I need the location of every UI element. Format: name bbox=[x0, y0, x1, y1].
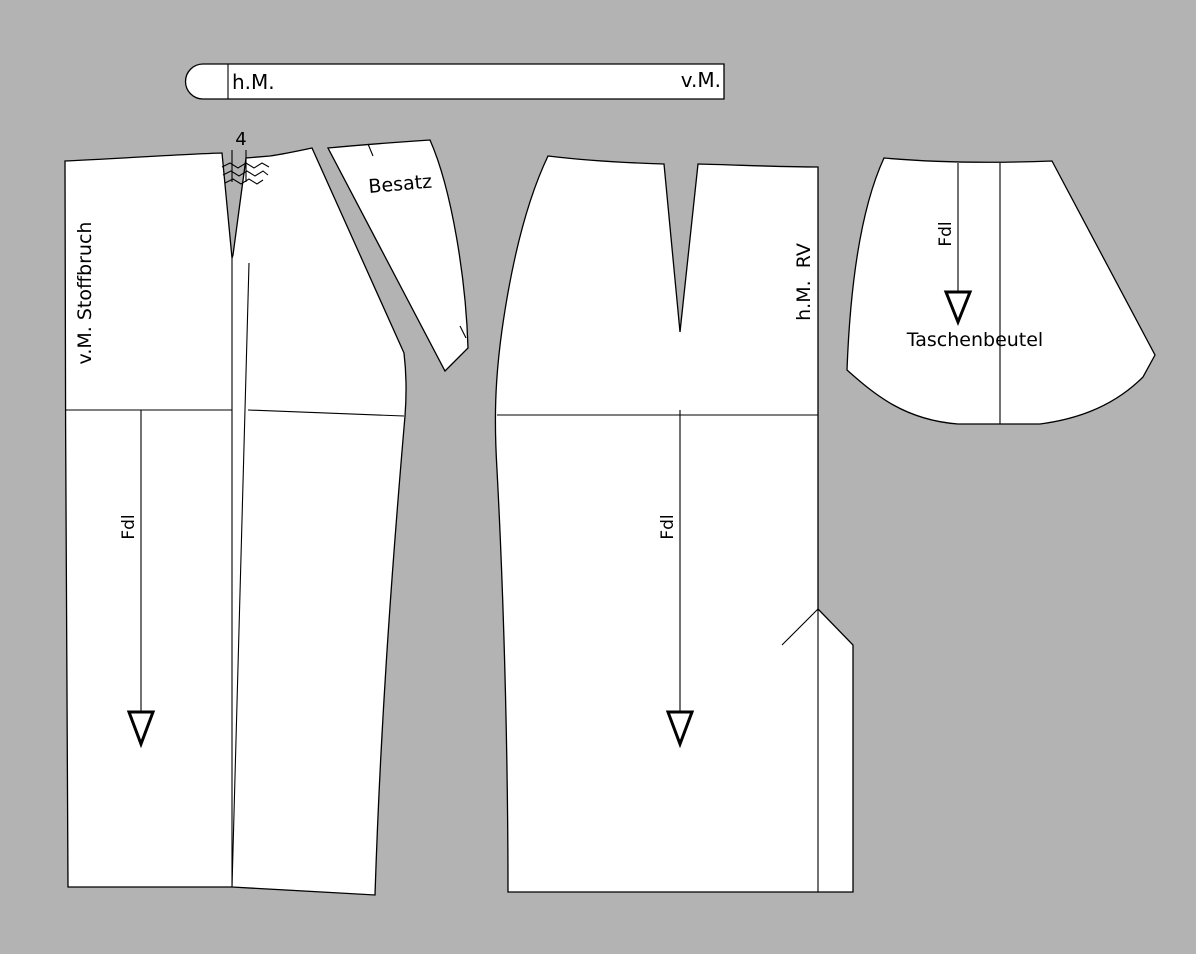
front-grain-label: Fdl bbox=[119, 514, 139, 539]
pocket-bag-outline bbox=[846, 157, 1156, 425]
pocket-bag-piece[interactable]: Fdl Taschenbeutel bbox=[846, 157, 1156, 425]
front-grain-arrow-icon bbox=[126, 710, 156, 749]
back-piece[interactable]: h.M. RV Fdl bbox=[494, 155, 854, 893]
facing-notch-top bbox=[367, 143, 374, 157]
back-grain-label: Fdl bbox=[658, 514, 678, 539]
back-vent-edge bbox=[781, 608, 819, 646]
waistband-label-cb: h.M. bbox=[232, 70, 275, 94]
waistband-outline bbox=[184, 63, 725, 100]
waistband-piece[interactable]: h.M. v.M. bbox=[184, 63, 725, 100]
pocket-grain-arrow-icon bbox=[943, 290, 973, 327]
back-label: h.M. RV bbox=[793, 243, 815, 321]
pocket-grain-label: Fdl bbox=[936, 221, 956, 246]
back-outline bbox=[494, 155, 854, 893]
facing-notch-bottom bbox=[459, 325, 467, 339]
front-outline bbox=[64, 147, 407, 896]
waistband-label-cf: v.M. bbox=[681, 68, 721, 92]
pocket-bag-label: Taschenbeutel bbox=[906, 329, 1043, 351]
facing-piece[interactable]: Besatz bbox=[326, 139, 469, 373]
front-hip-line-right bbox=[247, 409, 405, 417]
front-fold-label: v.M. Stoffbruch bbox=[74, 222, 96, 365]
front-split-line-right bbox=[231, 262, 250, 888]
front-piece[interactable]: 4 v.M. Stoffbruch Fdl bbox=[64, 129, 407, 896]
back-grain-arrow-icon bbox=[665, 710, 695, 749]
front-dart-number: 4 bbox=[235, 129, 246, 150]
